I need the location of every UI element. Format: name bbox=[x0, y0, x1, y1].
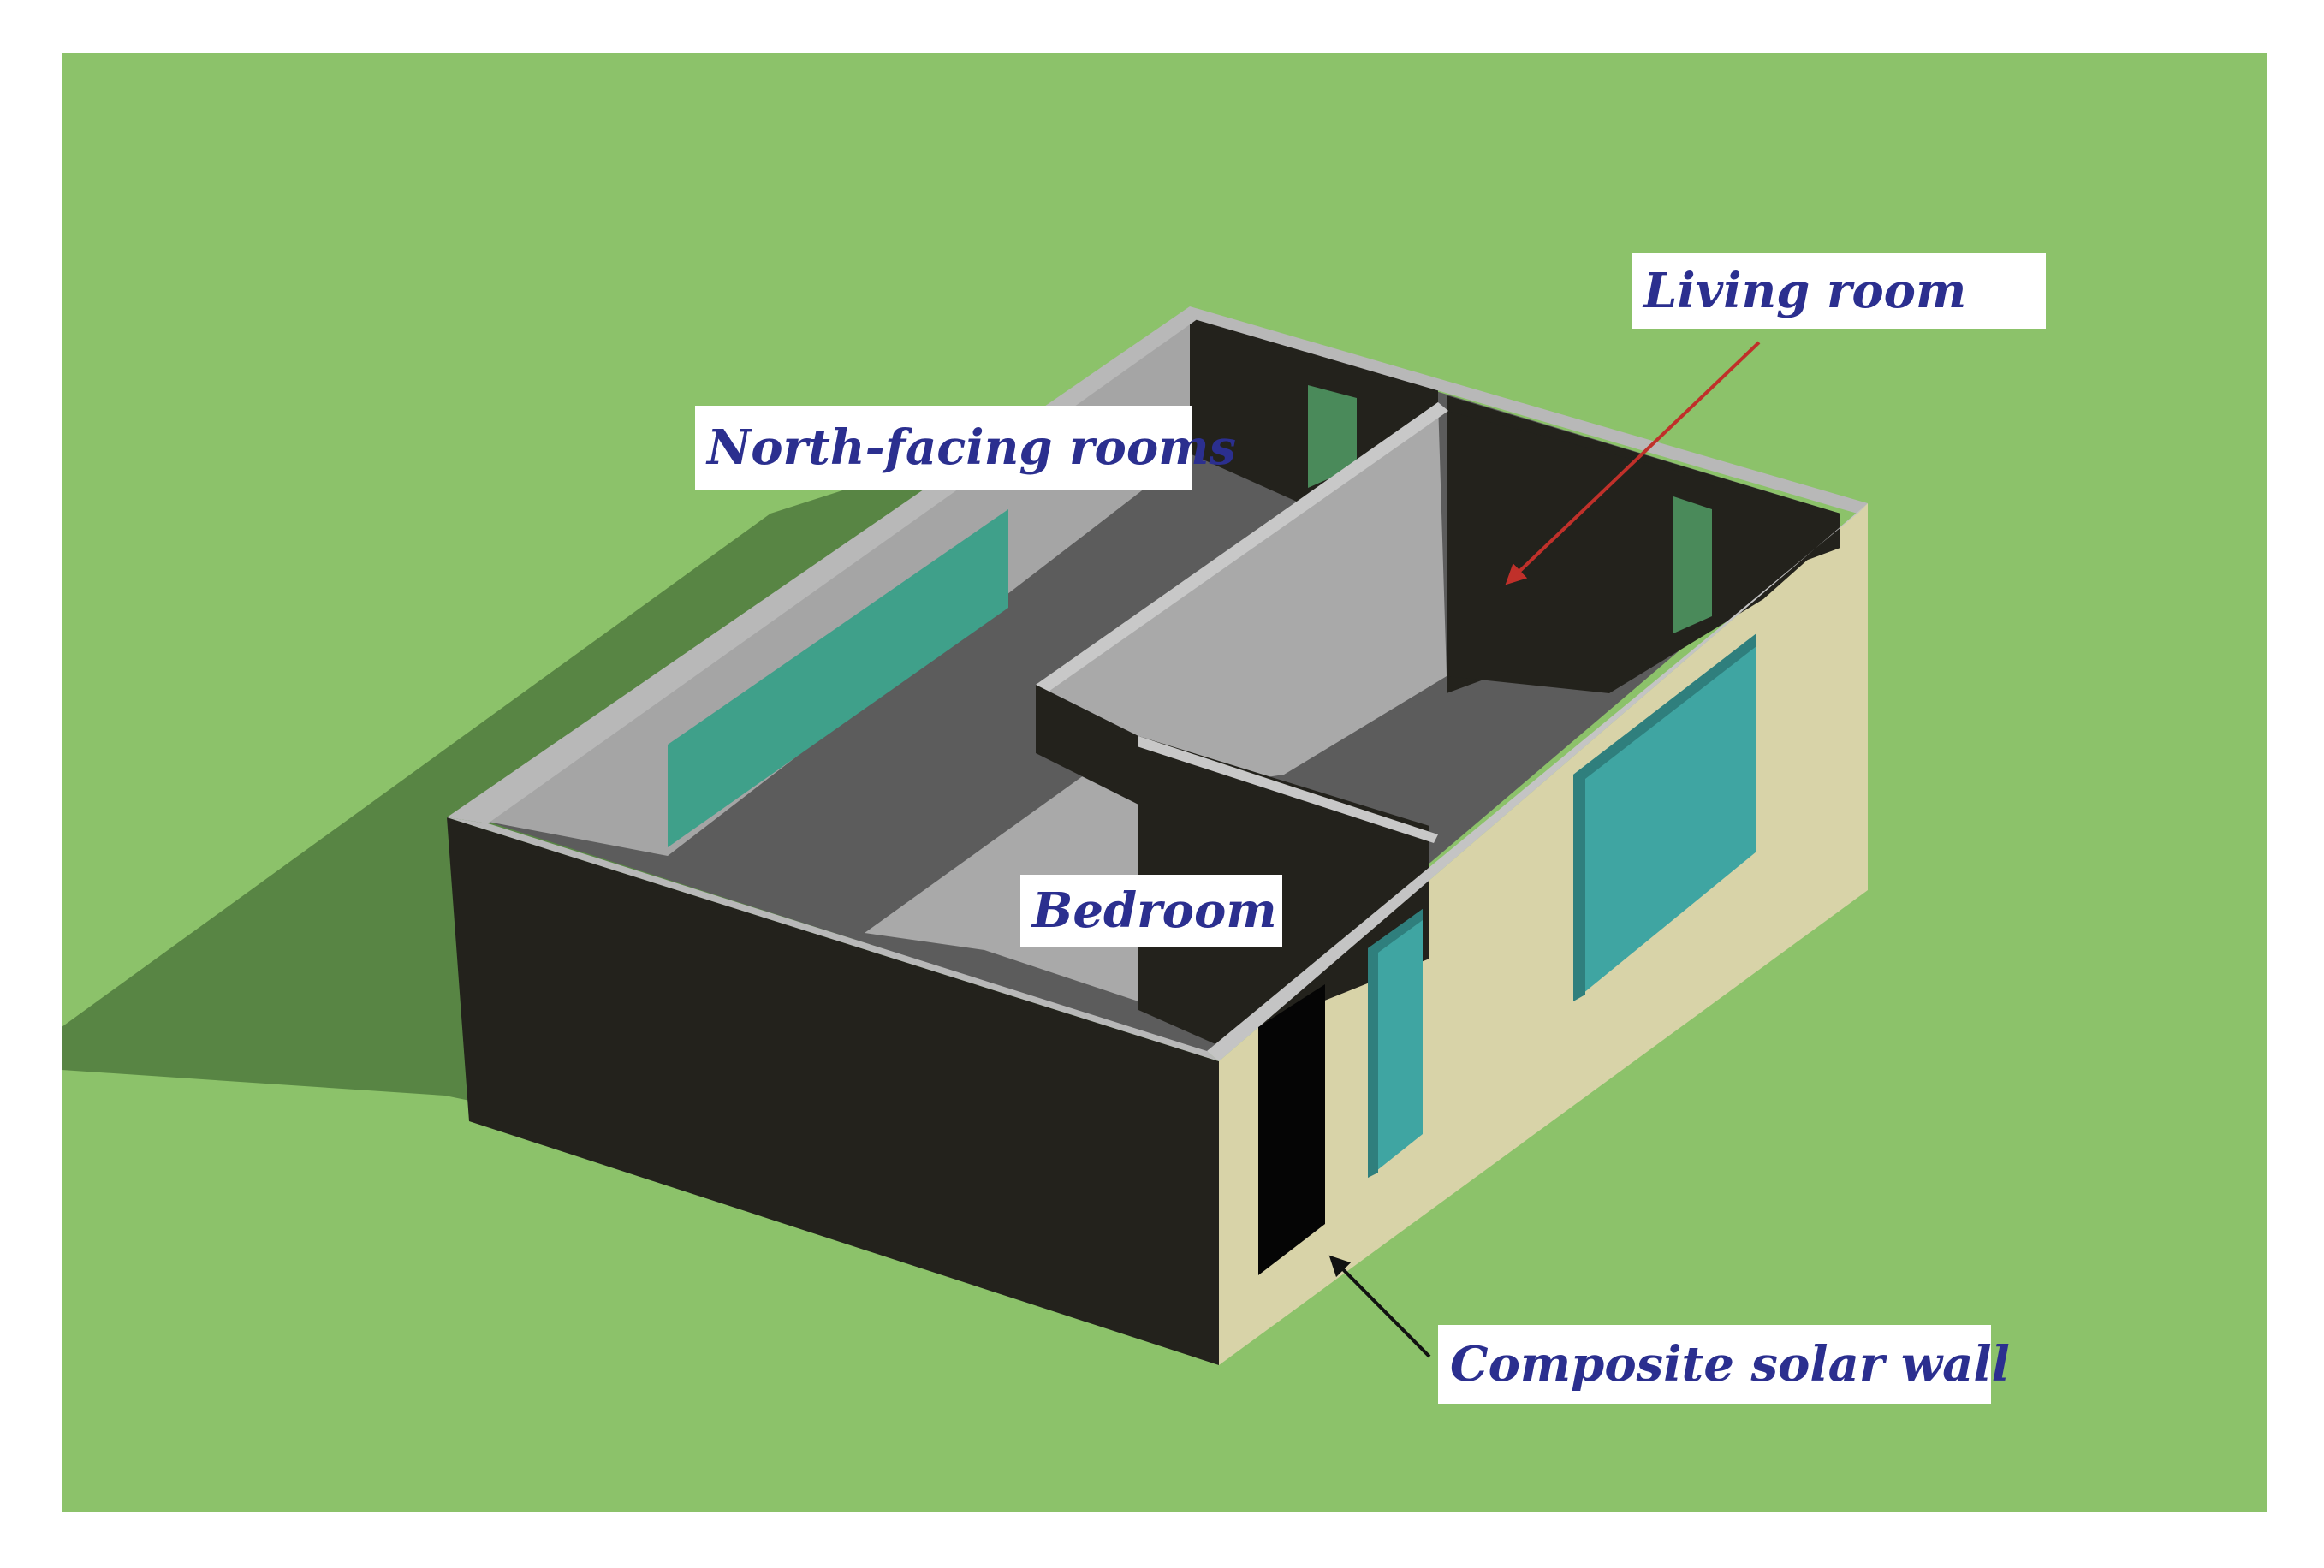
living-room-arrow bbox=[1505, 341, 1761, 585]
label-bedroom-text: Bedroom bbox=[1032, 882, 1277, 939]
bedroom-partition-top bbox=[1132, 736, 1438, 843]
west-wall bbox=[447, 817, 1219, 1365]
facade-window-frame bbox=[1573, 633, 1756, 1001]
middle-partition bbox=[1036, 685, 1138, 805]
label-living-room: Living room bbox=[1632, 253, 2046, 329]
label-bedroom: Bedroom bbox=[1020, 875, 1282, 947]
wall-top-north bbox=[1190, 306, 1868, 514]
label-solar-wall-text: Composite solar wall bbox=[1450, 1336, 2010, 1393]
solar-wall-arrow bbox=[1328, 1255, 1431, 1358]
label-living-room-text: Living room bbox=[1643, 263, 1967, 319]
facade-window-large bbox=[1573, 633, 1756, 1001]
wall-top-south bbox=[447, 817, 1219, 1061]
partition-top bbox=[1036, 402, 1448, 693]
label-solar-wall: Composite solar wall bbox=[1438, 1325, 2010, 1404]
composite-solar-wall-panel bbox=[1258, 984, 1325, 1275]
living-room-dark-wall-lower bbox=[1447, 411, 1840, 693]
facade-window-small-frame bbox=[1368, 909, 1423, 1178]
facade-window-small bbox=[1368, 909, 1423, 1178]
north-room-window bbox=[668, 509, 1008, 847]
living-room-window-back bbox=[1673, 496, 1712, 633]
partition-wall-diagonal bbox=[1036, 402, 1447, 796]
label-north-rooms-text: North-facing rooms bbox=[707, 419, 1236, 476]
north-window-small bbox=[1308, 385, 1357, 488]
wall-top-east bbox=[1207, 503, 1868, 1061]
label-north-rooms: North-facing rooms bbox=[695, 406, 1236, 490]
